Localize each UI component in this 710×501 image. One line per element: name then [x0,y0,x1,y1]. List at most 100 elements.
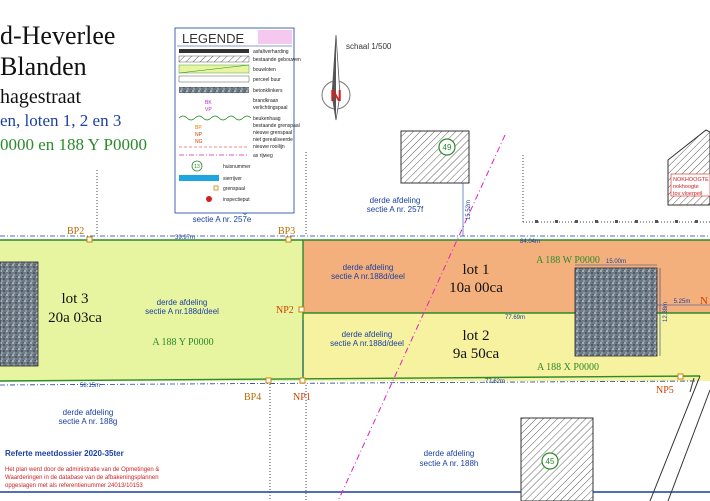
parcel-257f-2: sectie A nr. 257f [367,205,424,214]
legend-item-11: nieuwe rooilijn [253,144,285,150]
legend-item-13: huisnummer [223,164,251,170]
building-lot1-2 [574,267,658,357]
building-49 [400,130,470,184]
legend-item-16: inspectieput [223,197,250,203]
dim-12-38: 12.38m [663,302,669,322]
dim-77-69: 77.69m [505,315,525,321]
legend-item-10: niet gerealiseerde [253,137,293,143]
note-ref: Referte meetdossier 2020-35ter [5,449,124,458]
lot1-sectie-1: derde afdeling [343,263,394,272]
lot3-name: lot 3 [61,291,88,307]
lot1-id: A 188 W P0000 [536,255,600,266]
building-note-2: nokhoogte [673,184,699,190]
building-note-3: tov vloerpeil [673,191,702,197]
parcel-257f-1: derde afdeling [370,196,421,205]
title-line-4: en, loten 1, 2 en 3 [0,111,121,130]
parcel-188g-2: sectie A nr. 188g [59,417,118,426]
legend-swatch-haag [178,115,252,121]
legend-code-bp: BP [195,125,202,131]
legend-swatch-asfalt [179,49,249,53]
legend-code-ng: NG [195,139,203,145]
title-line-2: Blanden [0,52,87,81]
north-label: N [330,88,342,105]
title-line-3: hagestraat [0,86,82,108]
legend-item-6: verlichtingspaal [253,105,287,111]
legend-item-4: betonklinkers [253,88,283,94]
lot3-sectie-2: sectie A nr.188d/deel [145,307,219,316]
lot2-id: A 188 X P0000 [537,362,599,373]
lot2-name: lot 2 [462,328,489,344]
point-bp4: BP4 [244,392,261,403]
north-arrow-icon [321,34,351,121]
dim-58-15: 58.15m [80,383,100,389]
legend-item-5: brandkraan [253,98,279,104]
parcel-188h-2: sectie A nr. 188h [420,459,479,468]
legend-item-0: asfaltverharding [253,49,289,55]
legend-title: LEGENDE [182,31,244,46]
legend-code-bk: BK [205,100,212,106]
lot1-name: lot 1 [462,262,489,278]
note-line-3: opgeslagen met als referentienummer 2401… [5,483,143,489]
legend-item-12: as rijweg [253,153,273,159]
street-edges [649,375,710,501]
legend-swatch-inspectieput [206,196,212,202]
building-note-box [670,173,710,197]
building-lot3 [0,261,39,367]
lot3-id: A 188 Y P0000 [152,337,213,348]
lot3-area-label: 20a 03ca [48,310,102,326]
lot1-sectie-2: sectie A nr.188d/deel [331,272,405,281]
legend-item-15: grenspaal [223,186,245,192]
legend-code-house: 13 [194,164,200,170]
legend-item-2: bouwloten [253,67,276,73]
title-line-1: d-Heverlee [0,21,115,50]
parcel-line-bottom [0,380,701,386]
dimension-lines [302,183,710,376]
legend-swatch-perceel [178,75,250,83]
lot3-sectie-1: derde afdeling [157,298,208,307]
building-note-1: NOKHOOGTE [673,177,709,183]
lot2-sectie-2: sectie A nr.188d/deel [330,339,404,348]
legend-item-9: nieuwe grenspaal [253,130,292,136]
house-number-49-circle [438,138,456,156]
lot3-area [0,240,303,381]
lot2-area-label: 9a 50ca [453,346,500,362]
legend-item-1: bestaande gebouwen [253,57,301,63]
dim-5-25: 5.25m [674,299,691,305]
point-n: N [700,295,708,307]
scale-label: schaal 1/500 [346,42,392,51]
legend-swatch-sierrijver [179,175,219,181]
fence-posts [535,220,698,223]
point-bp3: BP3 [278,226,295,237]
lot2-sectie-1: derde afdeling [342,330,393,339]
parcel-257e-2: sectie A nr. 257e [193,215,252,224]
legend-code-vp: VP [205,107,212,113]
dim-77-62: 77.62m [485,379,505,385]
point-np2: NP2 [276,305,294,316]
point-np1: NP1 [293,392,311,403]
point-bp2: BP2 [67,226,84,237]
house-number-45-circle [541,452,559,470]
house-number-45: 45 [546,457,555,466]
title-line-5: 0000 en 188 Y P0000 [0,135,147,154]
house-number-49: 49 [443,143,452,152]
legend: LEGENDE asfaltverharding bestaande gebou… [174,27,301,214]
parcel-188h-1: derde afdeling [424,449,475,458]
legend-swatch-grenspaal [213,185,219,191]
legend-swatch-klinkers [179,87,249,93]
legend-code-np: NP [195,132,203,138]
legend-swatch-gebouwen [178,55,250,63]
legend-item-7: beukenhaag [253,116,281,122]
note-line-1: Het plan werd door de administratie van … [5,467,159,473]
road-axis [337,134,506,501]
dim-15-00: 15.00m [606,259,626,265]
legend-item-8: bestaande grenspaal [253,123,300,129]
parcel-188g-1: derde afdeling [63,408,114,417]
dim-39-97: 39.97m [175,235,195,241]
boundary-point-markers [86,236,684,384]
point-np5: NP5 [656,385,674,396]
dim-15-52: 15.52m [466,200,472,220]
note-line-2: Waarderingen in de database van de afbak… [5,475,159,481]
dim-84-04: 84.04m [520,239,540,245]
